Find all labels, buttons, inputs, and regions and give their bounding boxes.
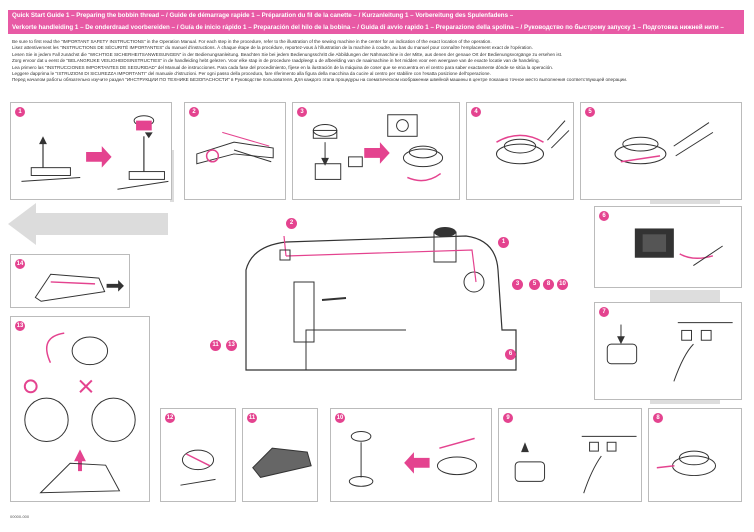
step-number: 7 xyxy=(599,307,609,317)
intro-line: Leggere dapprima le "ISTRUZIONI DI SICUR… xyxy=(12,71,491,77)
step-6-panel: 6 xyxy=(594,206,742,288)
step-number: 10 xyxy=(335,413,345,423)
intro-line: Lisez attentivement les "INSTRUCTIONS DE… xyxy=(12,45,533,51)
intro-line: Перед началом работы обязательно изучите… xyxy=(12,77,628,83)
step-number: 4 xyxy=(471,107,481,117)
bobbin-case-illustration xyxy=(180,449,216,486)
winding-thread-illustration xyxy=(496,120,570,165)
step-9-panel: 9 xyxy=(498,408,642,502)
callout-10: 10 xyxy=(557,279,568,290)
callout-1: 1 xyxy=(498,237,509,248)
intro-line: Lesen Sie in jedem Fall zunächst die "WI… xyxy=(12,51,563,57)
step-number: 2 xyxy=(189,107,199,117)
step-number: 13 xyxy=(15,321,25,331)
step-4-panel: 4 xyxy=(466,102,574,200)
bobbin-placement-illustration xyxy=(312,114,444,182)
foot-controller-illustration xyxy=(606,322,733,382)
callout-13: 13 xyxy=(226,340,237,351)
power-switch-illustration xyxy=(634,228,723,266)
step-14-panel: 14 xyxy=(10,254,130,308)
step-2-panel: 2 xyxy=(184,102,286,200)
banner-line-2: Verkorte handleiding 1 – De onderdraad v… xyxy=(12,24,724,31)
footer-code: 00000-000 xyxy=(10,514,30,519)
step-7-panel: 7 xyxy=(594,302,742,400)
step-5-panel: 5 xyxy=(580,102,742,200)
intro-line: Lea primero las "INSTRUCCIONES IMPORTANT… xyxy=(12,64,554,70)
step-number: 12 xyxy=(165,413,175,423)
bobbin-push-illustration xyxy=(614,122,714,165)
step-number: 1 xyxy=(15,107,25,117)
thread-guide-illustration xyxy=(196,131,274,165)
bobbin-winder-illustration xyxy=(21,115,169,190)
step-number: 6 xyxy=(599,211,609,221)
callout-2: 2 xyxy=(286,218,297,229)
callout-3: 3 xyxy=(512,279,523,290)
needle-plate-illustration xyxy=(252,447,312,478)
connector-strip xyxy=(650,290,720,302)
remove-bobbin-illustration xyxy=(348,431,478,487)
intro-text: Be sure to first read the "IMPORTANT SAF… xyxy=(12,39,742,84)
step-number: 14 xyxy=(15,259,25,269)
step-11-panel: 11 xyxy=(242,408,318,502)
step-number: 5 xyxy=(585,107,595,117)
step-number: 11 xyxy=(247,413,257,423)
step-number: 3 xyxy=(297,107,307,117)
callout-6: 6 xyxy=(505,349,516,360)
intro-line: Be sure to first read the "IMPORTANT SAF… xyxy=(12,39,492,44)
bobbin-full-illustration xyxy=(656,450,717,477)
step-12-panel: 12 xyxy=(160,408,236,502)
step-3-panel: 3 xyxy=(292,102,460,200)
intro-line: Zorg ervoor dat u eerst de "BELANGRIJKE … xyxy=(12,58,540,64)
step-1-panel: 1 xyxy=(10,102,172,200)
title-banner: Quick Start Guide 1 – Preparing the bobb… xyxy=(8,10,744,34)
callout-8: 8 xyxy=(543,279,554,290)
callout-11: 11 xyxy=(210,340,221,351)
cutting-thread-illustration xyxy=(34,273,124,302)
step-8-panel: 8 xyxy=(648,408,742,502)
step-13-panel: 13 xyxy=(10,316,150,502)
sewing-machine-illustration xyxy=(245,227,517,371)
bobbin-insertion-illustration xyxy=(23,332,136,494)
step-number: 8 xyxy=(653,413,663,423)
release-foot-illustration xyxy=(514,435,637,494)
connector-strip xyxy=(170,150,174,202)
direction-arrow xyxy=(8,203,168,245)
callout-5: 5 xyxy=(529,279,540,290)
step-10-panel: 10 xyxy=(330,408,492,502)
step-number: 9 xyxy=(503,413,513,423)
banner-line-1: Quick Start Guide 1 – Preparing the bobb… xyxy=(12,12,514,19)
